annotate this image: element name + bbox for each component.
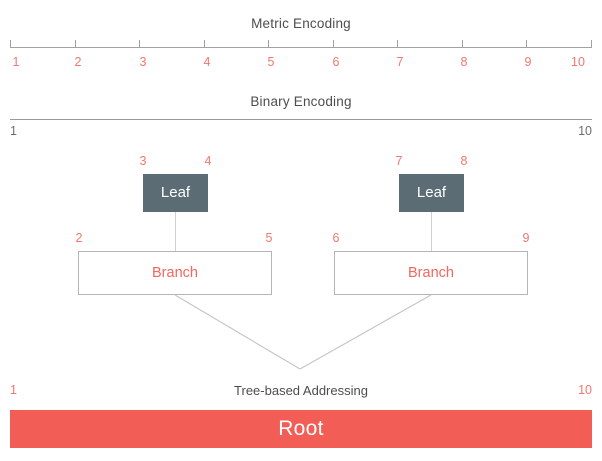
metric-tick-label-6: 6 [332,55,340,69]
leaf2-range-end: 8 [460,154,468,168]
leaf1-range-end: 4 [204,154,212,168]
leaf2-branch2-connector [431,212,432,252]
metric-axis-tick [139,40,140,47]
leaf-node-2: Leaf [399,174,464,212]
metric-tick-label-1: 1 [12,55,20,69]
metric-axis-tick [397,40,398,47]
branch2-range-start: 6 [332,231,340,245]
leaf1-branch1-connector [175,212,176,252]
metric-tick-label-2: 2 [74,55,82,69]
metric-axis-tick [75,40,76,47]
metric-axis-tick [526,40,527,47]
metric-tick-label-4: 4 [203,55,211,69]
branch-node-1: Branch [78,251,272,295]
branch1-range-start: 2 [75,231,83,245]
leaf-node-1: Leaf [143,174,208,212]
binary-axis-line [10,119,592,120]
metric-tick-label-9: 9 [524,55,532,69]
metric-axis-line [10,47,592,48]
branch2-range-end: 9 [522,231,530,245]
metric-tick-label-7: 7 [396,55,404,69]
metric-axis-tick [204,40,205,47]
metric-tick-label-5: 5 [267,55,275,69]
metric-axis-tick [333,40,334,47]
metric-axis-tick [10,40,11,47]
root-node: Root [10,410,592,448]
branch1-range-end: 5 [265,231,273,245]
root-range-start: 1 [10,383,17,397]
metric-tick-label-8: 8 [460,55,468,69]
leaf1-range-start: 3 [139,154,147,168]
leaf2-range-start: 7 [395,154,403,168]
metric-encoding-title: Metric Encoding [251,16,351,31]
metric-tick-label-3: 3 [139,55,147,69]
tree-addressing-title: Tree-based Addressing [234,383,368,398]
binary-encoding-title: Binary Encoding [250,94,352,109]
metric-axis-tick [268,40,269,47]
binary-range-end: 10 [578,124,592,138]
binary-range-start: 1 [10,124,17,138]
metric-axis-tick [462,40,463,47]
metric-tick-label-10: 10 [571,55,585,69]
metric-axis-tick [591,40,592,47]
root-range-end: 10 [578,383,592,397]
branch-node-2: Branch [334,251,528,295]
